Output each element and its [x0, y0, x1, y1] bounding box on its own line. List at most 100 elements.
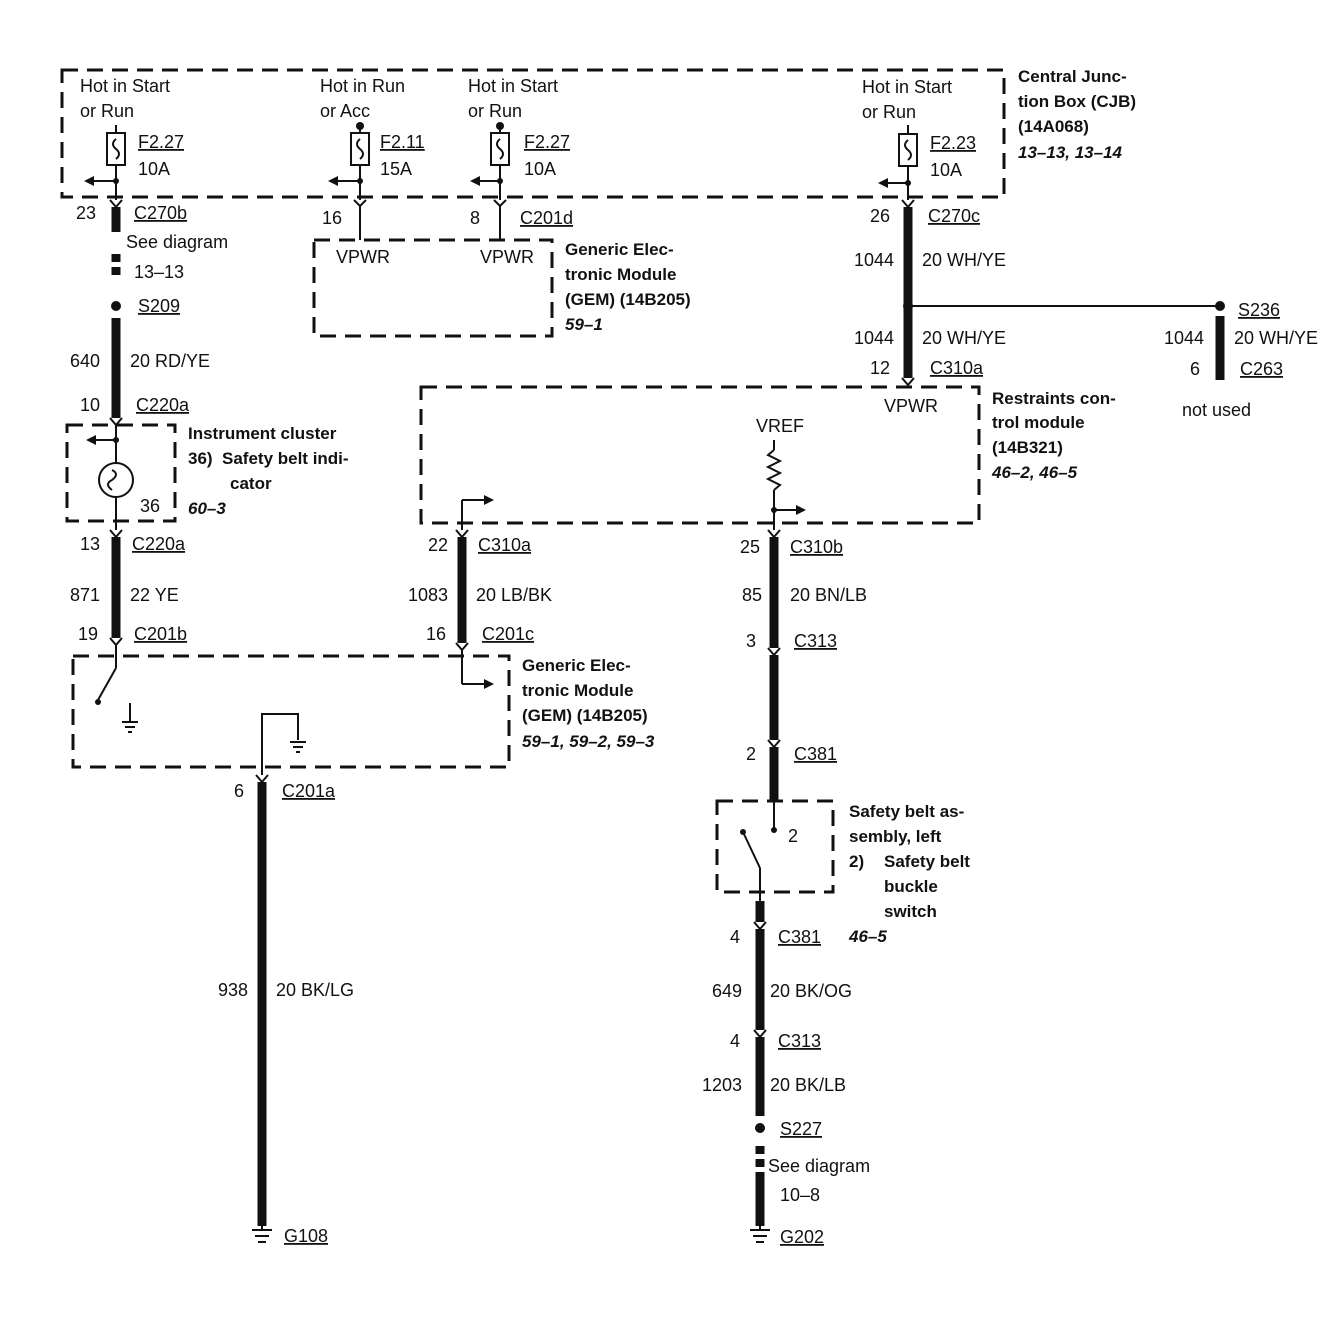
- mid-pin2: 16: [426, 624, 446, 644]
- belt-conn3: C381: [794, 744, 837, 764]
- fuse2-amp: 15A: [380, 159, 412, 179]
- belt-sw-pin: 2: [788, 826, 798, 846]
- left-wire2: 22 YE: [130, 585, 179, 605]
- arrow-icon: [86, 435, 96, 445]
- gem-top-pin-a: 16: [322, 208, 342, 228]
- left-circuit2: 871: [70, 585, 100, 605]
- s236-circuit: 1044: [1164, 328, 1204, 348]
- mid-conn2: C201c: [482, 624, 534, 644]
- cjb-hot2-l2: or Acc: [320, 101, 370, 121]
- gem-top-vpwr-a: VPWR: [336, 247, 390, 267]
- fuse4-amp: 10A: [930, 160, 962, 180]
- belt-desc-l1: Safety belt: [884, 852, 970, 871]
- ground-icon: [290, 741, 306, 753]
- belt-pin3: 2: [746, 744, 756, 764]
- gem-top-connector: C201d: [520, 208, 573, 228]
- cluster-box: [65, 423, 177, 523]
- arrow-icon: [461, 650, 494, 689]
- splice-dot: [1215, 301, 1225, 311]
- ground-icon: [122, 703, 138, 733]
- belt-desc-l2: buckle: [884, 877, 938, 896]
- connector-icon: [901, 377, 915, 387]
- left-circuit1: 640: [70, 351, 100, 371]
- belt-wire1: 20 BN/LB: [790, 585, 867, 605]
- fuse1-amp: 10A: [138, 159, 170, 179]
- fuse-icon: [878, 125, 918, 200]
- connector-icon: [109, 199, 123, 209]
- belt-pin1: 25: [740, 537, 760, 557]
- cluster-ref: 60–3: [188, 499, 226, 518]
- belt-circuit1: 85: [742, 585, 762, 605]
- s236-pin: 6: [1190, 359, 1200, 379]
- belt-circuit3: 1203: [702, 1075, 742, 1095]
- left-conn4: C201b: [134, 624, 187, 644]
- cluster-num: 36): [188, 449, 213, 468]
- belt-wire3: 20 BK/LB: [770, 1075, 846, 1095]
- cjb-title-l2: tion Box (CJB): [1018, 92, 1136, 111]
- gem-top-title-l2: tronic Module: [565, 265, 676, 284]
- belt-num: 2): [849, 852, 864, 871]
- mid-circuit: 1083: [408, 585, 448, 605]
- connector-icon: [455, 642, 469, 652]
- fuse-icon: [328, 122, 370, 200]
- left-conn1: C270b: [134, 203, 187, 223]
- belt-splice: S227: [780, 1119, 822, 1139]
- right-vpwr: VPWR: [884, 396, 938, 416]
- gem-top-title-l3: (GEM) (14B205): [565, 290, 691, 309]
- s236-conn: C263: [1240, 359, 1283, 379]
- left-pin1: 23: [76, 203, 96, 223]
- belt-see-ref: 10–8: [780, 1185, 820, 1205]
- right-conn1: C270c: [928, 206, 980, 226]
- switch-icon: [742, 831, 761, 869]
- fuse-icon: [470, 122, 510, 200]
- mid-conn1: C310a: [478, 535, 532, 555]
- connector-icon: [767, 529, 781, 539]
- fuse1-id: F2.27: [138, 132, 184, 152]
- gem-top-pin-b: 8: [470, 208, 480, 228]
- splice-dot: [111, 301, 121, 311]
- belt-title-l2: sembly, left: [849, 827, 942, 846]
- left-see-ref: 13–13: [134, 262, 184, 282]
- fuse3-amp: 10A: [524, 159, 556, 179]
- cjb-box: [60, 68, 1006, 199]
- right-conn2: C310a: [930, 358, 984, 378]
- splice-dot: [755, 1123, 765, 1133]
- left-conn2: C220a: [136, 395, 190, 415]
- cluster-pin: 36: [140, 496, 160, 516]
- belt-circuit2: 649: [712, 981, 742, 1001]
- ground-left-circuit: 938: [218, 980, 248, 1000]
- gem-top-vpwr-b: VPWR: [480, 247, 534, 267]
- cluster-desc-l2: cator: [230, 474, 272, 493]
- gem-bottom-title-l1: Generic Elec-: [522, 656, 631, 675]
- cluster-title: Instrument cluster: [188, 424, 337, 443]
- cjb-hot3-l2: or Run: [468, 101, 522, 121]
- lamp-icon: [98, 462, 134, 498]
- gem-top-title-l1: Generic Elec-: [565, 240, 674, 259]
- belt-desc-l3: switch: [884, 902, 937, 921]
- cjb-title-l3: (14A068): [1018, 117, 1089, 136]
- connector-icon: [767, 739, 781, 749]
- belt-pin4: 4: [730, 927, 740, 947]
- cjb-hot1-l1: Hot in Start: [80, 76, 170, 96]
- cluster-desc-l1: Safety belt indi-: [222, 449, 349, 468]
- cjb-hot3-l1: Hot in Start: [468, 76, 558, 96]
- ground-icon: [252, 1224, 272, 1243]
- cjb-ref: 13–13, 13–14: [1018, 143, 1123, 162]
- belt-see: See diagram: [768, 1156, 870, 1176]
- belt-wire2: 20 BK/OG: [770, 981, 852, 1001]
- connector-icon: [109, 637, 123, 647]
- belt-ref: 46–5: [848, 927, 887, 946]
- belt-conn2: C313: [794, 631, 837, 651]
- s236-note: not used: [1182, 400, 1251, 420]
- connector-icon: [255, 774, 269, 784]
- right-wire1: 20 WH/YE: [922, 250, 1006, 270]
- ground-left-wire: 20 BK/LG: [276, 980, 354, 1000]
- right-pin1: 26: [870, 206, 890, 226]
- connector-icon: [353, 199, 507, 208]
- left-pin3: 13: [80, 534, 100, 554]
- belt-conn4: C381: [778, 927, 821, 947]
- rcm-title-l2: trol module: [992, 413, 1085, 432]
- left-pin2: 10: [80, 395, 100, 415]
- ground-icon: [750, 1224, 770, 1243]
